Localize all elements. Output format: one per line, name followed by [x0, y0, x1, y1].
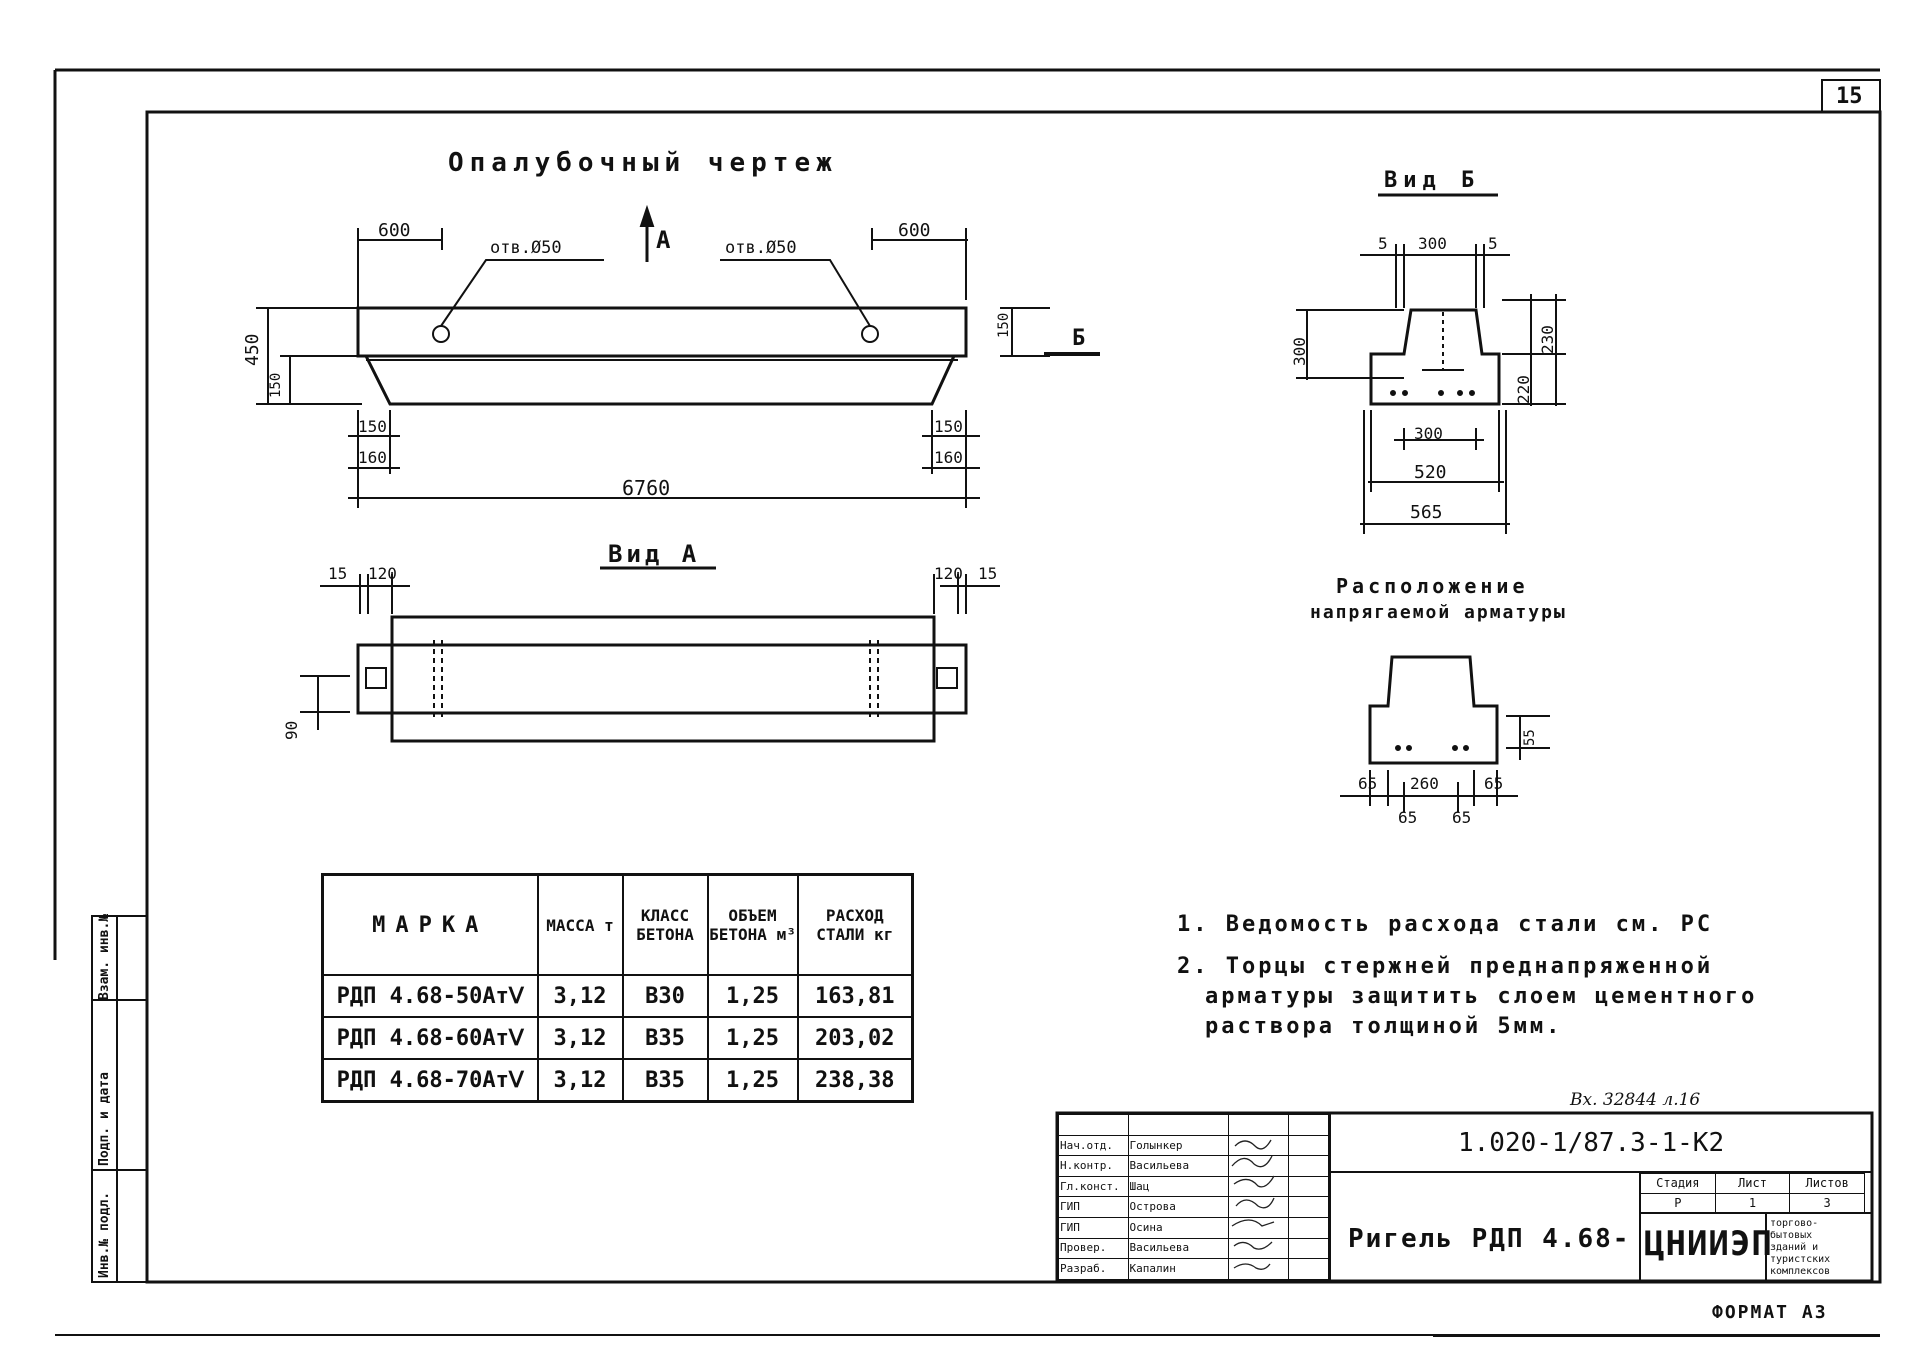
table-row: РДП 4.68-70АтⅤ 3,12 В35 1,25 238,38	[321, 1058, 914, 1103]
cell-mass: 3,12	[536, 974, 624, 1018]
table-row: РДП 4.68-50АтⅤ 3,12 В30 1,25 163,81	[321, 974, 914, 1018]
org-desc-line5: комплексов	[1770, 1266, 1831, 1277]
dim-160-left: 160	[358, 448, 387, 467]
dim-300-top: 300	[1418, 234, 1447, 253]
cell-class: В35	[621, 1058, 709, 1103]
dim-65-a: 65	[1358, 774, 1378, 793]
formwork-title: Опалубочный чертеж	[448, 148, 838, 178]
cell-steel: 163,81	[796, 974, 914, 1018]
cell-mass: 3,12	[536, 1016, 624, 1060]
cell-mark: РДП 4.68-50АтⅤ	[321, 974, 539, 1018]
cell-volume: 1,25	[706, 1058, 799, 1103]
cell-volume: 1,25	[706, 974, 799, 1018]
note-2-line1: 2. Торцы стержней преднапряженной	[1177, 954, 1714, 979]
dim-15-left: 15	[328, 564, 348, 583]
dim-520: 520	[1414, 462, 1447, 483]
dim-600-right: 600	[898, 220, 931, 241]
cell-class: В35	[621, 1016, 709, 1060]
dim-65-b: 65	[1484, 774, 1504, 793]
view-a-title: Вид А	[608, 540, 701, 568]
note-1: 1. Ведомость расхода стали см. РС	[1177, 912, 1714, 937]
header-concrete-volume: ОБЪЕМ БЕТОНА м³	[706, 873, 799, 976]
rebar-title-line2: напрягаемой арматуры	[1310, 602, 1567, 623]
dim-565: 565	[1410, 502, 1443, 523]
role: Разраб.	[1057, 1258, 1129, 1281]
table-header-row: МАРКА МАССА т КЛАСС БЕТОНА ОБЪЕМ БЕТОНА …	[321, 873, 914, 976]
cell-mark: РДП 4.68-70АтⅤ	[321, 1058, 539, 1103]
stage-header: Стадия	[1640, 1173, 1716, 1194]
dim-length-6760: 6760	[622, 476, 671, 500]
dim-120-right: 120	[934, 564, 963, 583]
org-desc-line4: туристских	[1770, 1254, 1831, 1265]
dim-5-right: 5	[1488, 234, 1498, 253]
cell-volume: 1,25	[706, 1016, 799, 1060]
dim-150-bottom-right: 150	[934, 417, 963, 436]
page-number: 15	[1836, 84, 1863, 109]
org-logo: ЦНИИЭП	[1644, 1224, 1773, 1264]
dim-120-left: 120	[368, 564, 397, 583]
note-2-line2: арматуры защитить слоем цементного	[1205, 984, 1758, 1009]
table-row: РДП 4.68-60АтⅤ 3,12 В35 1,25 203,02	[321, 1016, 914, 1060]
section-b-label: Б	[1072, 326, 1086, 351]
dim-15-right: 15	[978, 564, 998, 583]
sheet-value: 1	[1714, 1192, 1791, 1213]
note-2-line3: раствора толщиной 5мм.	[1205, 1014, 1563, 1039]
marks-table: МАРКА МАССА т КЛАСС БЕТОНА ОБЪЕМ БЕТОНА …	[321, 873, 914, 1103]
dim-300-bottom: 300	[1414, 424, 1443, 443]
header-concrete-class: КЛАСС БЕТОНА	[621, 873, 709, 976]
sheets-value: 3	[1789, 1192, 1865, 1213]
person-name: Капалин	[1127, 1258, 1229, 1281]
header-mark: МАРКА	[321, 873, 539, 976]
cell-steel: 238,38	[796, 1058, 914, 1103]
dim-600-left: 600	[378, 220, 411, 241]
item-name: Ригель РДП 4.68-	[1348, 1224, 1631, 1254]
dim-5-left: 5	[1378, 234, 1388, 253]
view-b-title: Вид Б	[1384, 168, 1481, 193]
dim-260: 260	[1410, 774, 1439, 793]
rebar-title-line1: Расположение	[1336, 574, 1529, 598]
org-desc-line1: торгово-	[1770, 1218, 1819, 1229]
dim-150-bottom-left: 150	[358, 417, 387, 436]
dim-160-right: 160	[934, 448, 963, 467]
dim-65-c: 65	[1398, 808, 1418, 827]
cell-mark: РДП 4.68-60АтⅤ	[321, 1016, 539, 1060]
hole-label-right: отв.Ø50	[725, 238, 797, 258]
stage-sheet-table: Стадия Лист Листов Р 1 3	[1640, 1173, 1865, 1213]
header-steel-consumption: РАСХОД СТАЛИ кг	[796, 873, 914, 976]
org-desc-line3: зданий и	[1770, 1242, 1819, 1253]
cell-mass: 3,12	[536, 1058, 624, 1103]
format-label: ФОРМАТ А3	[1712, 1302, 1828, 1323]
incoming-number: Вх. 32844 л.16	[1570, 1090, 1701, 1110]
stage-value: Р	[1640, 1192, 1716, 1213]
sheets-header: Листов	[1789, 1173, 1865, 1194]
cell-class: В30	[621, 974, 709, 1018]
cell-steel: 203,02	[796, 1016, 914, 1060]
org-desc-line2: бытовых	[1770, 1230, 1813, 1241]
dim-65-d: 65	[1452, 808, 1472, 827]
hole-label-left: отв.Ø50	[490, 238, 562, 258]
document-code: 1.020-1/87.3-1-К2	[1458, 1128, 1725, 1158]
view-a-arrow-label: А	[656, 226, 671, 254]
header-mass: МАССА т	[536, 873, 624, 976]
sheet-header: Лист	[1714, 1173, 1791, 1194]
